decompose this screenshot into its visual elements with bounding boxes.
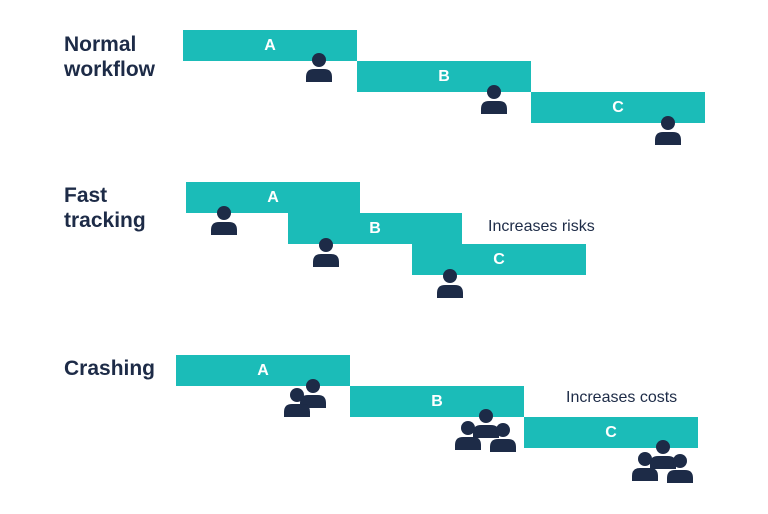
task-label: C	[612, 98, 624, 116]
task-label: B	[438, 67, 450, 85]
fast-task-c-bar: C	[412, 244, 586, 275]
person-icon	[313, 238, 339, 267]
person-icon	[490, 423, 516, 452]
increases-risks-note: Increases risks	[488, 218, 595, 235]
person-group-three	[632, 439, 694, 485]
fast-task-b-bar: B	[288, 213, 462, 244]
task-label: A	[257, 361, 269, 379]
task-label: C	[493, 250, 505, 268]
person-icon	[632, 452, 658, 481]
person-group-three	[455, 408, 517, 454]
person-icon	[437, 269, 463, 298]
person-icon	[284, 388, 310, 417]
fast-task-a-bar: A	[186, 182, 360, 213]
person-icon	[455, 421, 481, 450]
person-icon	[481, 85, 507, 114]
person-icon	[300, 379, 326, 408]
task-label: A	[264, 36, 276, 54]
crashing-label: Crashing	[64, 357, 156, 380]
normal-task-c-bar: C	[531, 92, 705, 123]
task-label: B	[431, 392, 443, 410]
increases-costs-note: Increases costs	[566, 389, 678, 406]
crash-task-b-bar: B	[350, 386, 524, 417]
normal-workflow-label: Normal workflow	[64, 33, 156, 81]
person-icon	[667, 454, 693, 483]
task-label: C	[605, 423, 617, 441]
person-icon	[473, 409, 499, 438]
crash-task-c-bar: C	[524, 417, 698, 448]
normal-task-b-bar: B	[357, 61, 531, 92]
normal-task-a-bar: A	[183, 30, 357, 61]
person-icon	[650, 440, 676, 469]
person-icon	[211, 206, 237, 235]
task-label: B	[369, 219, 381, 237]
crash-task-a-bar: A	[176, 355, 350, 386]
fast-tracking-label: Fast tracking	[64, 184, 146, 232]
person-icon	[655, 116, 681, 145]
task-label: A	[267, 188, 279, 206]
person-group-two	[282, 378, 328, 418]
person-icon	[306, 53, 332, 82]
